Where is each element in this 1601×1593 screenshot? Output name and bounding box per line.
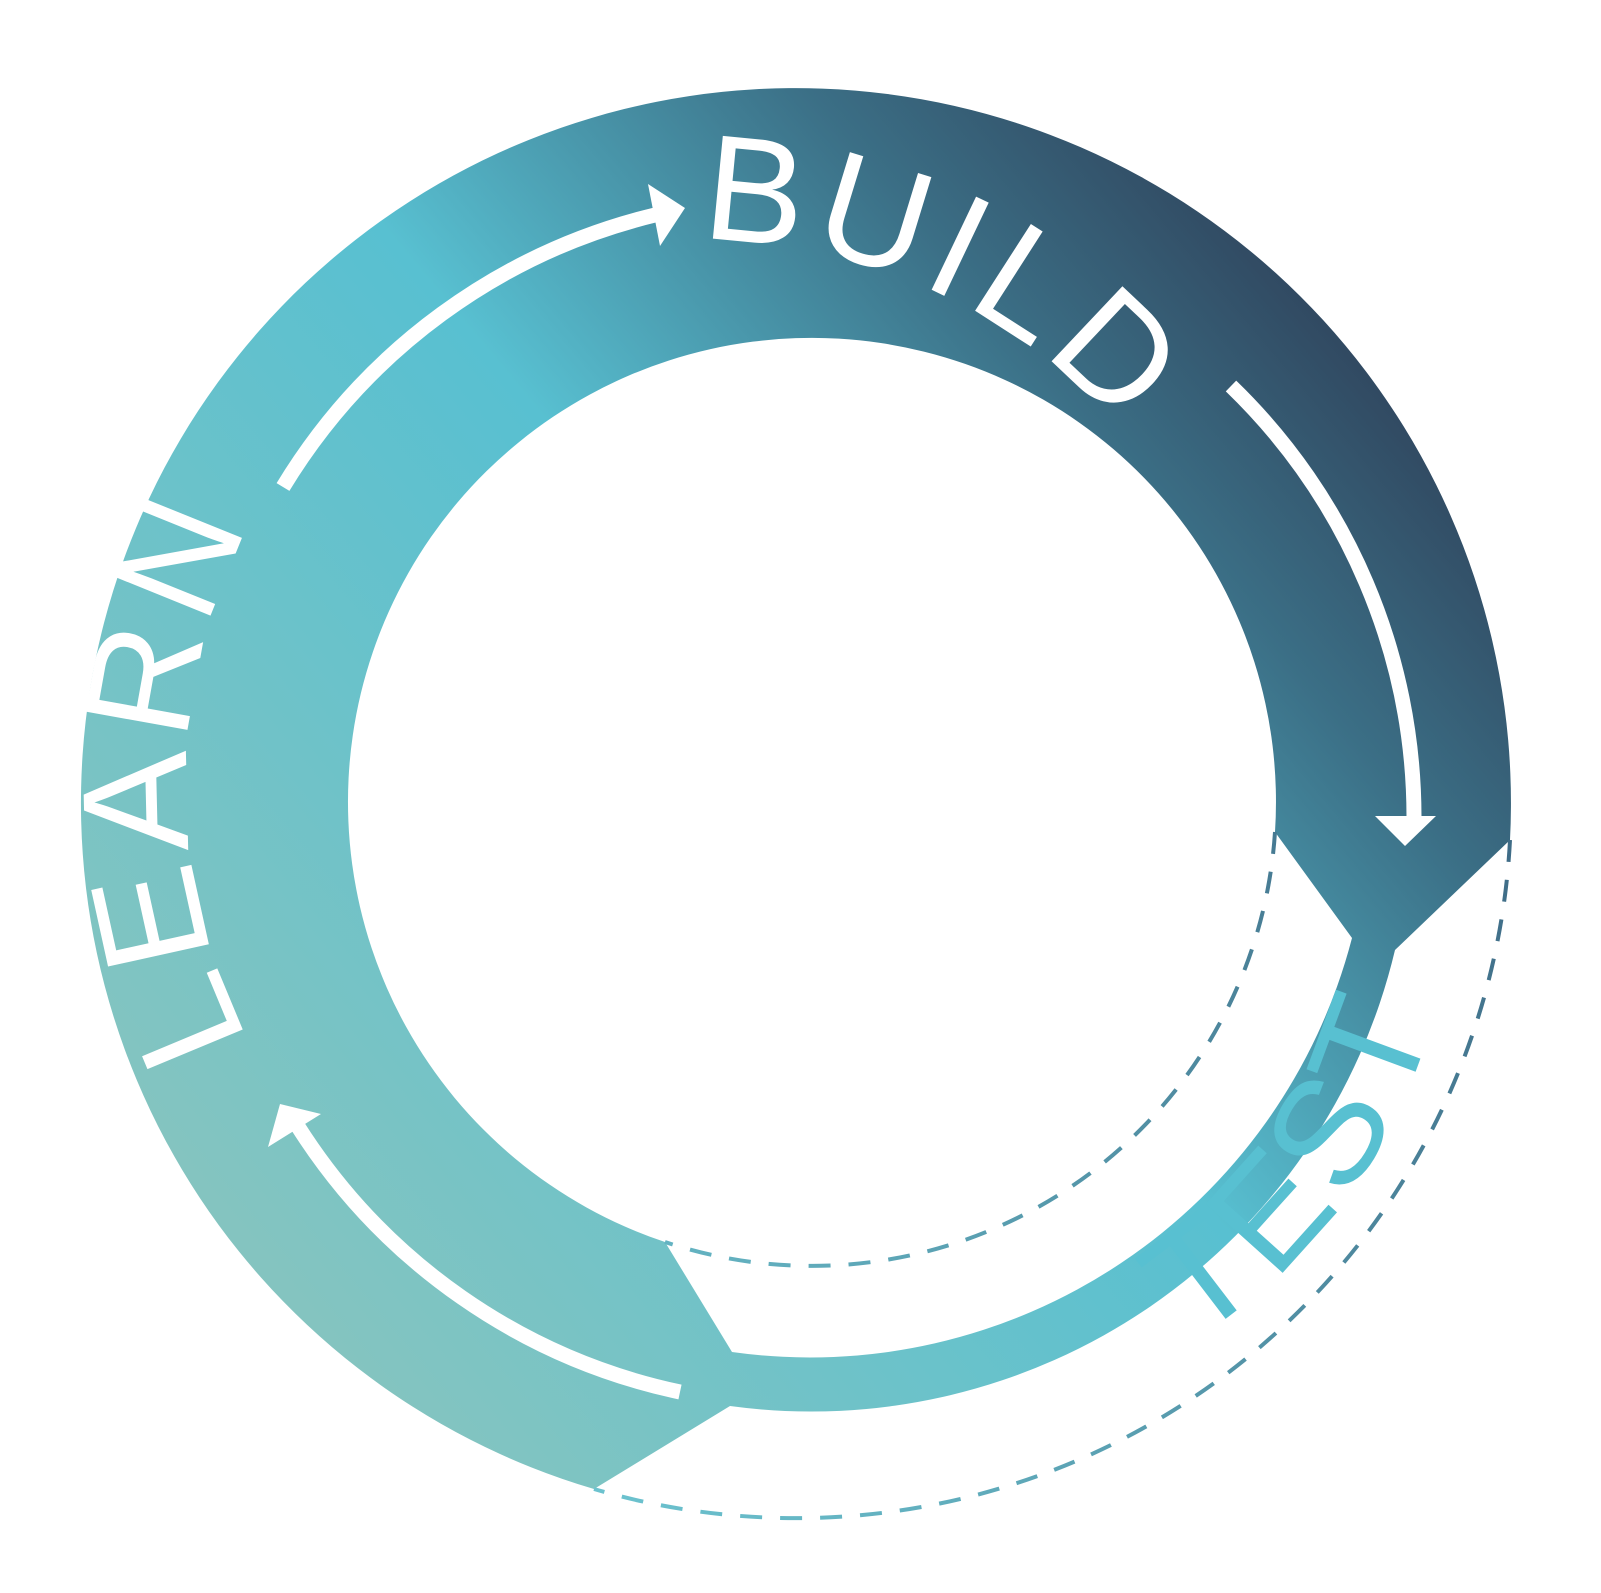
arrow-to-test-icon: [1225, 380, 1436, 846]
arrow-to-learn-icon: [268, 1104, 682, 1400]
arrow-to-build-icon: [276, 184, 685, 491]
inner-dashed-guide: [664, 831, 1277, 1268]
test-label: TEST: [1112, 968, 1467, 1368]
cycle-ring: [80, 88, 1511, 1490]
outer-dashed-guide: [593, 839, 1512, 1521]
ring-band: [80, 88, 1511, 1490]
